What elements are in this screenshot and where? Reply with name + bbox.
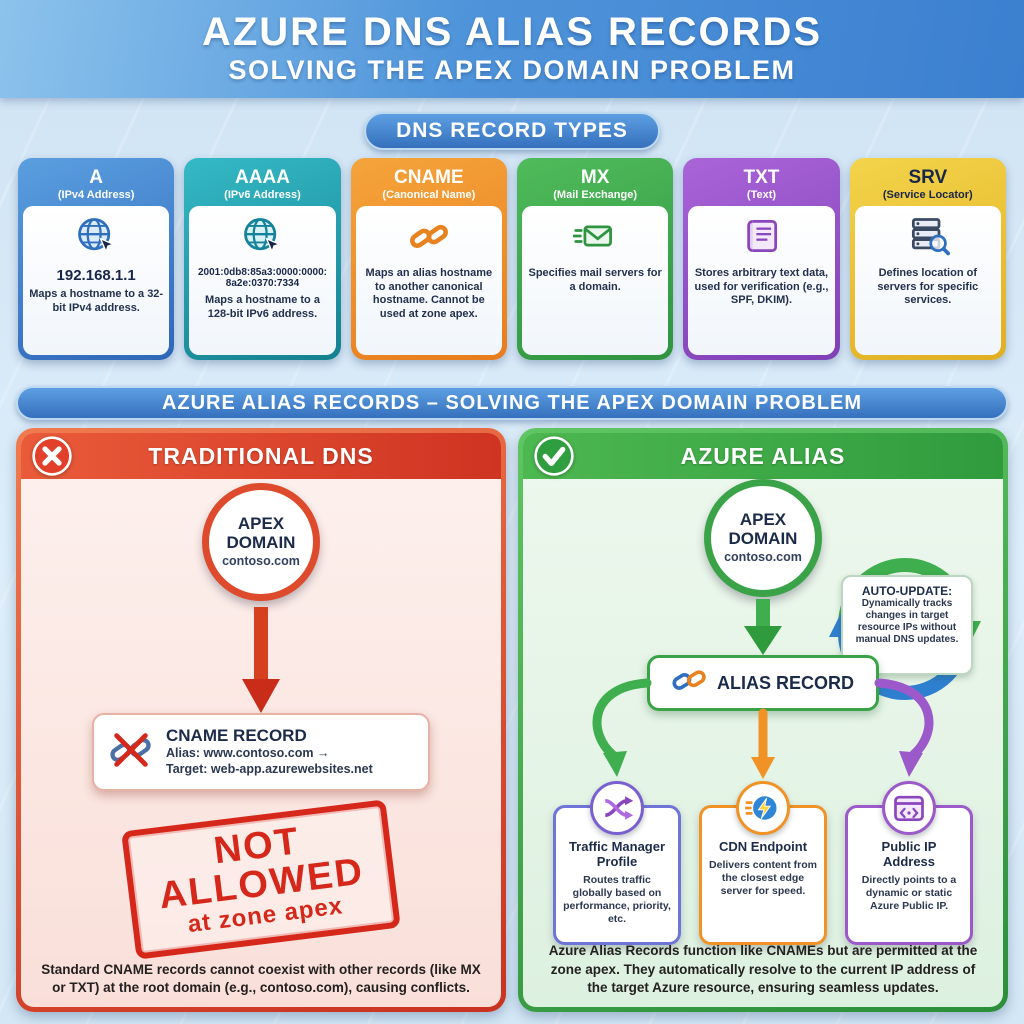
- down-arrow-red: [242, 607, 280, 713]
- alias-panel-title: AZURE ALIAS: [680, 442, 846, 469]
- record-type-cards: A (IPv4 Address) 192.168.1.1 Maps a host…: [18, 158, 1006, 360]
- traditional-panel-header: TRADITIONAL DNS: [21, 433, 501, 479]
- page-subtitle: SOLVING THE APEX DOMAIN PROBLEM: [228, 55, 796, 85]
- card-header: MX (Mail Exchange): [553, 167, 638, 201]
- cname-alias-line: Alias: www.contoso.com →: [166, 746, 330, 761]
- apex-domain-node: APEX DOMAIN contoso.com: [202, 483, 320, 601]
- record-card-txt: TXT (Text) Stores arbitrary text data, u…: [683, 158, 840, 360]
- cname-target-line: Target: web-app.azurewebsites.net: [166, 762, 373, 776]
- dns-record-types-badge: DNS RECORD TYPES: [364, 112, 660, 150]
- mail-envelope-icon: [572, 214, 617, 263]
- section-banner: AZURE ALIAS RECORDS – SOLVING THE APEX D…: [16, 386, 1008, 420]
- record-card-aaaa: AAAA (IPv6 Address) 2001:0db8:85a3:0000:…: [184, 158, 341, 360]
- public-ip-icon: [882, 781, 936, 835]
- target-cdn-endpoint: CDN Endpoint Delivers content from the c…: [699, 781, 827, 945]
- x-circle-icon: [31, 435, 73, 477]
- traditional-footnote: Standard CNAME records cannot coexist wi…: [41, 961, 481, 995]
- record-description: Stores arbitrary text data, used for ver…: [694, 266, 829, 307]
- broken-chain-icon: [108, 727, 154, 778]
- server-search-icon: [906, 214, 950, 263]
- header: AZURE DNS ALIAS RECORDS SOLVING THE APEX…: [0, 0, 1024, 98]
- record-description: Maps a hostname to a 128-bit IPv6 addres…: [205, 293, 320, 320]
- record-card-a: A (IPv4 Address) 192.168.1.1 Maps a host…: [18, 158, 175, 360]
- record-description: Defines location of servers for specific…: [877, 266, 979, 307]
- cname-record-box: CNAME RECORD Alias: www.contoso.com → Ta…: [92, 713, 430, 791]
- cname-record-title: CNAME RECORD: [166, 726, 307, 746]
- apex-domain-node: APEX DOMAIN contoso.com: [704, 479, 822, 597]
- record-card-cname: CNAME (Canonical Name) Maps an alias hos…: [350, 158, 507, 360]
- chain-link-icon: [672, 663, 708, 704]
- alias-record-box: ALIAS RECORD: [647, 655, 879, 711]
- record-card-mx: MX (Mail Exchange) Specifies mail server…: [516, 158, 674, 360]
- alias-record-label: ALIAS RECORD: [716, 672, 854, 693]
- card-header: SRV (Service Locator): [882, 167, 973, 201]
- alias-footnote: Azure Alias Records function like CNAMEs…: [548, 943, 978, 995]
- record-description: Maps an alias hostname to another canoni…: [365, 266, 493, 321]
- scroll-icon: [739, 214, 783, 263]
- not-allowed-stamp: NOT ALLOWED at zone apex: [121, 799, 401, 960]
- record-value: 2001:0db8:85a3:0000:0000:8a2e:0370:7334: [198, 266, 327, 290]
- globe-icon: [240, 214, 284, 263]
- azure-alias-panel: AZURE ALIAS APEX DOMAIN contoso.com AUTO…: [518, 428, 1008, 1012]
- traditional-dns-panel: TRADITIONAL DNS APEX DOMAIN contoso.com …: [16, 428, 506, 1012]
- target-public-ip: Public IP Address Directly points to a d…: [845, 781, 973, 945]
- down-arrow-green: [744, 599, 782, 655]
- record-card-srv: SRV (Service Locator) Defines location o…: [849, 158, 1006, 360]
- record-description: Maps a hostname to a 32-bit IPv4 address…: [29, 288, 164, 314]
- target-traffic-manager: Traffic Manager Profile Routes traffic g…: [553, 781, 681, 945]
- apex-domain-name: contoso.com: [724, 549, 802, 564]
- card-header: AAAA (IPv6 Address): [224, 167, 301, 201]
- record-value: 192.168.1.1: [56, 266, 136, 284]
- alias-panel-header: AZURE ALIAS: [523, 433, 1003, 479]
- traffic-manager-icon: [590, 781, 644, 835]
- record-description: Specifies mail servers for a domain.: [528, 266, 662, 293]
- apex-domain-name: contoso.com: [222, 553, 300, 568]
- globe-icon: [74, 214, 118, 263]
- cdn-lightning-icon: [736, 781, 790, 835]
- card-header: TXT (Text): [743, 167, 780, 201]
- card-header: A (IPv4 Address): [57, 167, 135, 201]
- check-circle-icon: [533, 435, 575, 477]
- chain-link-icon: [407, 214, 451, 263]
- card-header: CNAME (Canonical Name): [382, 167, 476, 201]
- page-title: AZURE DNS ALIAS RECORDS: [201, 10, 823, 54]
- traditional-panel-title: TRADITIONAL DNS: [148, 442, 374, 469]
